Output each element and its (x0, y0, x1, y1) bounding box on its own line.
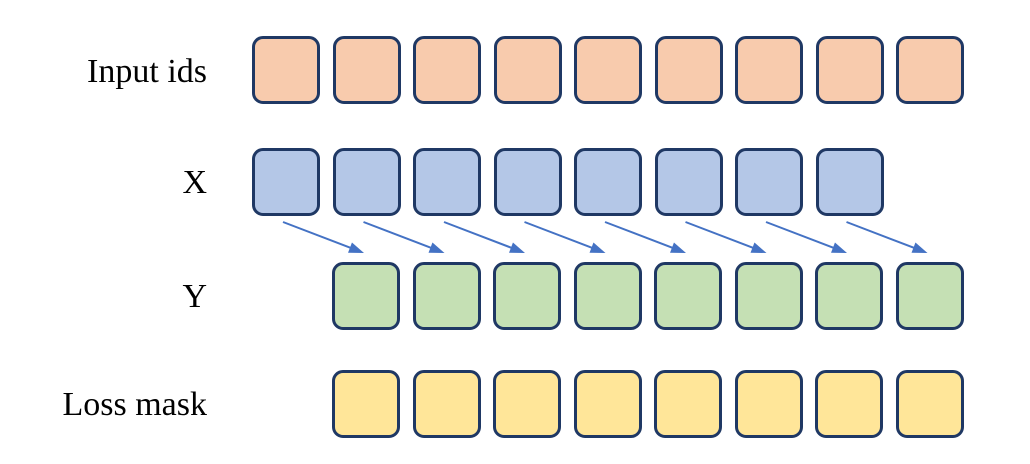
cell-y-3 (493, 262, 561, 330)
cell-loss-mask-8 (895, 370, 964, 438)
shift-arrow-head-8 (911, 242, 928, 253)
cell-y-1 (332, 262, 400, 330)
shift-arrow-5 (604, 221, 686, 253)
shift-arrow-4 (524, 221, 606, 253)
cell-row-y (332, 262, 964, 330)
cell-loss-mask-7 (815, 370, 883, 438)
shift-arrow-head-7 (831, 242, 847, 253)
shift-arrow-head-2 (428, 242, 445, 253)
cell-y-4 (573, 262, 642, 330)
cell-x-8 (815, 148, 884, 216)
cell-y-7 (815, 262, 883, 330)
cell-loss-mask-3 (493, 370, 561, 438)
shift-arrow-head-5 (670, 242, 686, 253)
shift-arrow-head-3 (509, 242, 525, 253)
cell-input-ids-4 (493, 36, 562, 104)
shift-arrow-2 (363, 221, 445, 253)
cell-input-ids-8 (815, 36, 884, 104)
cell-loss-mask-6 (734, 370, 803, 438)
shift-arrow-head-1 (348, 242, 364, 253)
cell-x-3 (413, 148, 481, 216)
shift-arrow-line-3 (443, 221, 515, 250)
cell-x-7 (735, 148, 803, 216)
shift-arrow-7 (765, 221, 847, 253)
cell-y-8 (895, 262, 964, 330)
shift-arrow-head-6 (750, 242, 767, 253)
cell-y-6 (734, 262, 803, 330)
cell-input-ids-1 (252, 36, 320, 104)
cell-row-loss-mask (332, 370, 964, 438)
row-label-x: X (182, 164, 207, 201)
shift-arrow-line-8 (846, 221, 917, 250)
shift-arrow-3 (443, 221, 525, 253)
cell-row-x (252, 148, 884, 216)
shift-arrow-line-7 (765, 221, 837, 250)
cell-input-ids-9 (896, 36, 964, 104)
shift-arrow-6 (685, 221, 767, 253)
cell-input-ids-2 (332, 36, 401, 104)
shift-arrow-line-4 (524, 221, 595, 250)
shift-arrow-line-5 (604, 221, 676, 250)
cell-y-5 (654, 262, 722, 330)
cell-x-1 (252, 148, 320, 216)
cell-loss-mask-1 (332, 370, 400, 438)
cell-input-ids-6 (654, 36, 723, 104)
cell-x-5 (574, 148, 642, 216)
cell-x-2 (332, 148, 401, 216)
shift-arrow-line-2 (363, 221, 434, 250)
cell-input-ids-5 (574, 36, 642, 104)
cell-input-ids-7 (735, 36, 803, 104)
cell-loss-mask-2 (412, 370, 481, 438)
cell-x-4 (493, 148, 562, 216)
cell-loss-mask-4 (573, 370, 642, 438)
cell-y-2 (412, 262, 481, 330)
shift-arrow-line-1 (282, 221, 354, 250)
shift-arrow-head-4 (589, 242, 606, 253)
shift-arrow-line-6 (685, 221, 756, 250)
shift-arrow-1 (282, 221, 364, 253)
row-label-loss-mask: Loss mask (62, 386, 208, 423)
cell-loss-mask-5 (654, 370, 722, 438)
cell-x-6 (654, 148, 723, 216)
row-label-y: Y (182, 278, 207, 315)
shift-arrow-8 (846, 221, 928, 253)
cell-row-input-ids (252, 36, 964, 104)
cell-input-ids-3 (413, 36, 481, 104)
row-label-input-ids: Input ids (87, 53, 207, 90)
